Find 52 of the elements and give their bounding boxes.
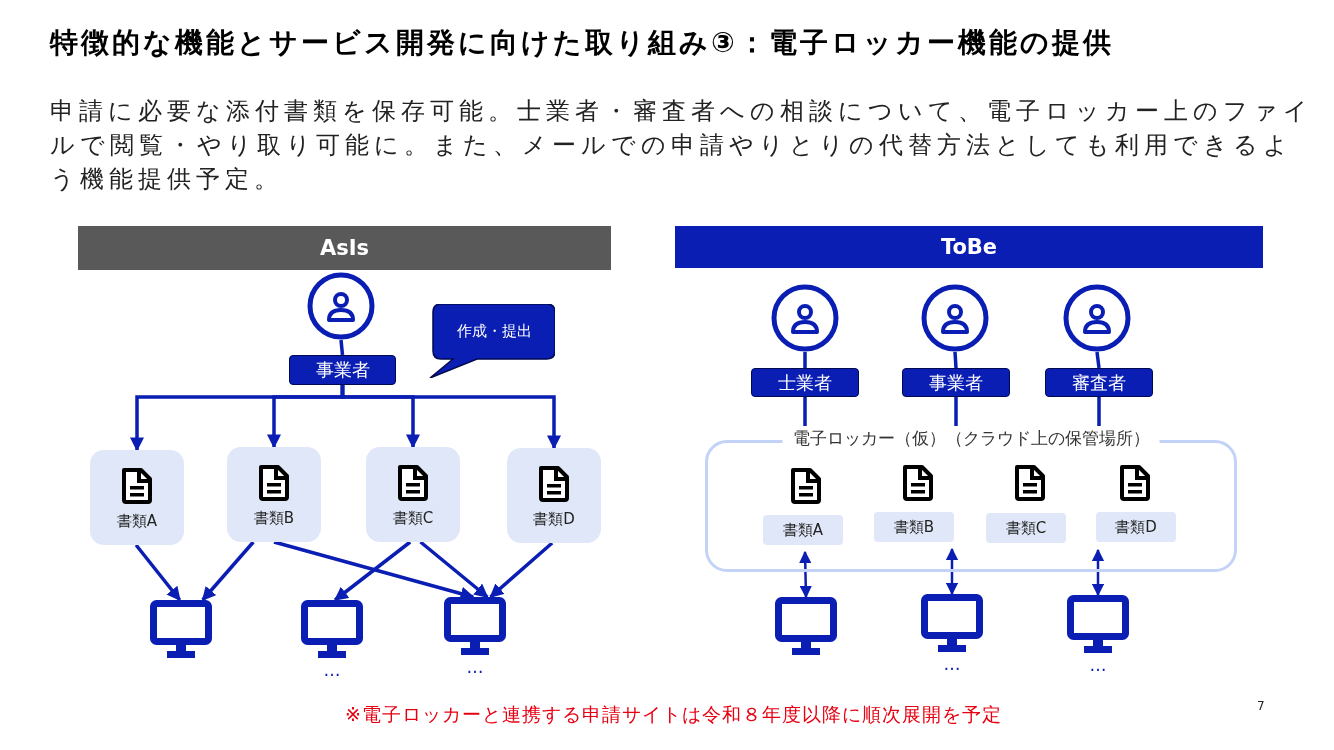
person-icon <box>1063 284 1131 352</box>
monitor-icon <box>444 597 506 655</box>
connector-line <box>803 352 807 368</box>
connector-line <box>954 397 958 426</box>
arrow <box>419 540 489 599</box>
document-card <box>366 447 460 542</box>
role-label: 審査者 <box>1045 368 1153 397</box>
connector-line <box>803 397 807 426</box>
monitor-icon <box>921 594 983 652</box>
document-name: 書類D <box>532 510 576 529</box>
document-label: 書類C <box>986 513 1066 543</box>
person-icon <box>307 272 375 340</box>
monitor-caption: … <box>1088 655 1108 675</box>
arrow <box>340 385 561 450</box>
arrow <box>134 543 182 602</box>
monitor-caption: … <box>322 660 342 680</box>
connector-line <box>1097 397 1101 426</box>
footnote: ※電子ロッカーと連携する申請サイトは令和８年度以降に順次展開を予定 <box>345 702 1002 727</box>
title: 特徴的な機能とサービス開発に向けた取り組み③：電子ロッカー機能の提供 <box>50 25 1114 61</box>
arrow <box>1091 548 1105 597</box>
document-name: 書類A <box>115 512 159 531</box>
role-label: 事業者 <box>289 355 396 385</box>
arrow <box>945 547 959 596</box>
section-header: ToBe <box>675 226 1263 268</box>
monitor-icon <box>150 600 212 658</box>
arrow <box>334 540 412 602</box>
monitor-icon <box>301 600 363 658</box>
description-text: 申請に必要な添付書類を保存可能。士業者・審査者への相談について、電子ロッカー上のファイルで閲覧・やり取り可能に。また、メールでの申請やりとりの代替方法としても利用できるよう機能提供予定。 <box>50 96 1314 195</box>
document-label: 書類B <box>874 512 954 542</box>
arrow <box>799 550 812 599</box>
document-card <box>227 447 321 542</box>
arrow <box>201 540 255 602</box>
document-name: 書類C <box>391 509 435 528</box>
monitor-caption: … <box>465 657 485 677</box>
section-header: AsIs <box>78 226 611 270</box>
person-icon <box>921 284 989 352</box>
document-name: 書類B <box>252 509 296 528</box>
arrow <box>489 541 554 599</box>
person-icon <box>771 284 839 352</box>
document-card <box>507 448 601 543</box>
role-label: 士業者 <box>751 368 859 397</box>
monitor-caption: … <box>942 654 962 674</box>
monitor-icon <box>775 597 837 655</box>
document-label: 書類D <box>1096 512 1176 542</box>
role-label: 事業者 <box>902 368 1010 397</box>
connector-line <box>339 339 345 356</box>
monitor-icon <box>1067 595 1129 653</box>
connector-line <box>1095 351 1101 369</box>
document-label: 書類A <box>763 515 843 545</box>
document-card <box>90 450 184 545</box>
connector-line <box>953 351 958 369</box>
page-number: 7 <box>1257 699 1265 713</box>
